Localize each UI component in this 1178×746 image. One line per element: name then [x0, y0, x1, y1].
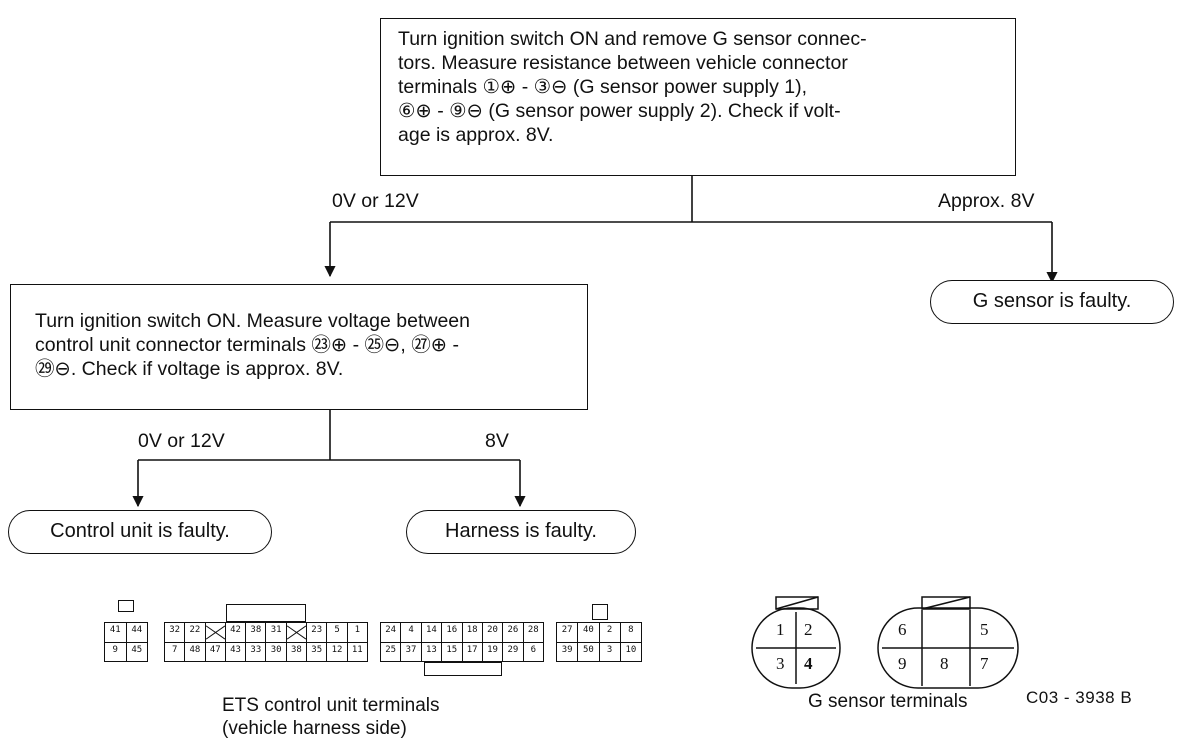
connector-terminal: 37 — [400, 642, 420, 661]
step1-line: terminals ①⊕ - ③⊖ (G sensor power supply… — [398, 76, 808, 98]
connector-terminal: 31 — [265, 623, 285, 642]
step2-line: Turn ignition switch ON. Measure voltage… — [35, 310, 470, 332]
g-terminal: 3 — [776, 654, 785, 673]
step1-box: Turn ignition switch ON and remove G sen… — [380, 18, 1016, 176]
connector-latch — [226, 604, 306, 622]
step2-line: ㉙⊖. Check if voltage is approx. 8V. — [35, 358, 344, 380]
connector-terminal: 19 — [481, 642, 502, 661]
connector-terminal: 20 — [481, 623, 502, 642]
step2-line: control unit connector terminals ㉓⊕ - ㉕⊖… — [35, 334, 459, 356]
connector-terminal: 10 — [619, 642, 641, 661]
connector-terminal: 22 — [184, 623, 204, 642]
connector-terminal: 42 — [224, 623, 245, 642]
g-terminal: 6 — [898, 620, 907, 639]
connector-latch — [424, 662, 502, 676]
g-terminal: 1 — [776, 620, 785, 639]
connector-terminal: 32 — [169, 625, 181, 635]
branch2-left-label: 0V or 12V — [138, 430, 225, 452]
connector-terminal: 38 — [245, 623, 265, 642]
g-terminal: 5 — [980, 620, 989, 639]
connector-terminal: 12 — [326, 642, 346, 661]
connector-terminal: 43 — [224, 642, 245, 661]
branch1-left-label: 0V or 12V — [332, 190, 419, 212]
connector-terminal: 5 — [326, 623, 346, 642]
connector-terminal: 30 — [265, 642, 285, 661]
ets-caption-line1: ETS control unit terminals — [222, 695, 440, 716]
connector-terminal: 33 — [245, 642, 265, 661]
g-sensor-faulty-result: G sensor is faulty. — [930, 280, 1174, 324]
ets-caption-line2: (vehicle harness side) — [222, 718, 407, 739]
connector-terminal: 2 — [598, 623, 620, 642]
connector-terminal: 15 — [441, 642, 461, 661]
connector-terminal: 8 — [619, 623, 641, 642]
connector-terminal: 14 — [420, 623, 441, 642]
connector-latch — [592, 604, 608, 620]
connector-terminal: 24 — [385, 625, 397, 635]
g-terminal: 7 — [980, 654, 989, 673]
connector-terminal: 38 — [285, 642, 306, 661]
connector-terminal: 4 — [400, 623, 420, 642]
connector-terminal: 23 — [306, 623, 326, 642]
harness-faulty-result: Harness is faulty. — [406, 510, 636, 554]
connector-latch — [118, 600, 134, 612]
figure-code: C03 - 3938 B — [1026, 688, 1133, 707]
connector-terminal: 40 — [577, 623, 598, 642]
branch2-right-label: 8V — [485, 430, 509, 452]
step1-line: tors. Measure resistance between vehicle… — [398, 52, 848, 74]
ets-caption: ETS control unit terminals (vehicle harn… — [222, 694, 440, 740]
connector-terminal: 39 — [561, 644, 573, 655]
step1-line: ⑥⊕ - ⑨⊖ (G sensor power supply 2). Check… — [398, 100, 841, 122]
connector-terminal: 16 — [441, 623, 461, 642]
connector-terminal: 50 — [577, 642, 598, 661]
connector-terminal: 25 — [385, 644, 397, 655]
connector-terminal: 35 — [306, 642, 326, 661]
connector-terminal: 1 — [346, 623, 367, 642]
connector-terminal — [204, 623, 225, 642]
connector-terminal — [285, 623, 306, 642]
connector-terminal: 45 — [125, 642, 148, 661]
connector-terminal: 6 — [522, 642, 543, 661]
connector-terminal: 13 — [420, 642, 441, 661]
g-terminal: 2 — [804, 620, 813, 639]
connector-terminal: 3 — [598, 642, 620, 661]
control-unit-faulty-result: Control unit is faulty. — [8, 510, 272, 554]
g-sensor-caption: G sensor terminals — [808, 691, 968, 712]
connector-terminal: 47 — [204, 642, 225, 661]
g-terminal: 9 — [898, 654, 907, 673]
step1-line: Turn ignition switch ON and remove G sen… — [398, 28, 867, 50]
connector-terminal: 41 — [109, 625, 121, 635]
g-terminal: 8 — [940, 654, 949, 673]
connector-terminal: 11 — [346, 642, 367, 661]
connector-terminal: 44 — [125, 623, 148, 642]
g-terminal: 4 — [804, 654, 813, 673]
connector-terminal: 29 — [502, 642, 522, 661]
connector-terminal: 28 — [522, 623, 543, 642]
connector-terminal: 18 — [461, 623, 482, 642]
connector-terminal: 26 — [502, 623, 522, 642]
connector-terminal: 7 — [171, 644, 178, 655]
connector-terminal: 48 — [184, 642, 204, 661]
branch1-right-label: Approx. 8V — [938, 190, 1035, 212]
ets-connector-block-1: 41 44 9 45 — [104, 622, 148, 662]
g-sensor-connector-shells — [751, 596, 1019, 689]
step1-line: age is approx. 8V. — [398, 124, 554, 146]
step2-box: Turn ignition switch ON. Measure voltage… — [10, 284, 588, 410]
connector-terminal: 9 — [112, 644, 118, 655]
connector-terminal: 17 — [461, 642, 482, 661]
connector-terminal: 27 — [561, 625, 573, 635]
